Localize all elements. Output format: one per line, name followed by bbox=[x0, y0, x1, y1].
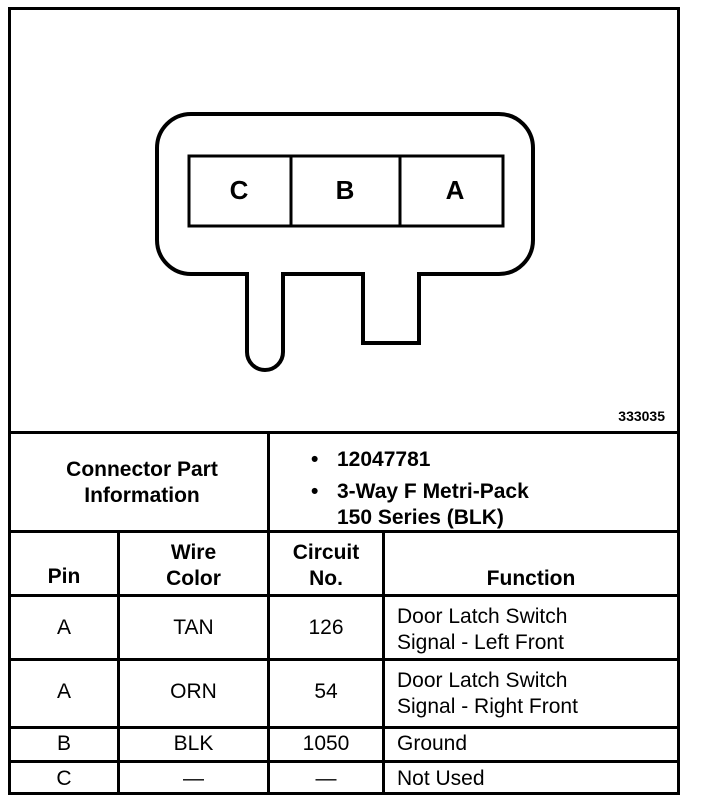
cavity-block bbox=[187, 154, 505, 228]
header-no-line: No. bbox=[309, 567, 343, 590]
divider bbox=[11, 726, 677, 729]
function-line: Signal - Right Front bbox=[397, 695, 578, 718]
divider bbox=[382, 530, 385, 795]
divider bbox=[11, 594, 677, 597]
part-info-list: 12047781 3-Way F Metri-Pack 150 Series (… bbox=[311, 444, 529, 534]
divider bbox=[11, 658, 677, 661]
function-line: Signal - Left Front bbox=[397, 631, 564, 654]
divider bbox=[11, 530, 677, 533]
header-wire-line: Wire bbox=[170, 541, 217, 564]
part-info-label: Connector Part Information bbox=[11, 457, 273, 509]
header-wire-color: Wire Color bbox=[120, 540, 267, 592]
row-4-function: Not Used bbox=[397, 767, 485, 790]
function-line: Door Latch Switch bbox=[397, 669, 568, 692]
cavity-label-c: C bbox=[229, 175, 249, 205]
row-4-color: — bbox=[183, 767, 204, 790]
divider bbox=[11, 431, 677, 434]
function-line: Door Latch Switch bbox=[397, 605, 568, 628]
row-3-circuit: 1050 bbox=[302, 732, 350, 755]
divider bbox=[267, 530, 270, 795]
key-tab bbox=[361, 272, 421, 345]
connector-diagram: C B A 333035 bbox=[11, 10, 677, 434]
figure-id: 333035 bbox=[618, 408, 665, 424]
header-circuit-no: Circuit No. bbox=[270, 540, 382, 592]
part-info-label-line: Connector Part bbox=[66, 458, 218, 481]
row-3-pin: B bbox=[56, 732, 71, 755]
cavity-label-a: A bbox=[445, 175, 465, 205]
connector-series: 150 Series (BLK) bbox=[337, 506, 504, 529]
header-circuit-line: Circuit bbox=[292, 541, 360, 564]
cavity-label-b: B bbox=[335, 175, 355, 205]
lock-tab bbox=[245, 272, 285, 372]
row-1-function: Door Latch Switch Signal - Left Front bbox=[397, 604, 567, 656]
header-color-line: Color bbox=[166, 567, 221, 590]
connector-type: 3-Way F Metri-Pack bbox=[311, 476, 529, 508]
divider bbox=[267, 431, 270, 533]
divider bbox=[117, 530, 120, 795]
part-info-label-line: Information bbox=[84, 484, 200, 507]
row-2-circuit: 54 bbox=[314, 680, 338, 703]
row-1-pin: A bbox=[56, 616, 71, 639]
row-4-circuit: — bbox=[315, 767, 337, 790]
row-2-color: ORN bbox=[170, 680, 217, 703]
row-3-color: BLK bbox=[173, 732, 214, 755]
connector-info-sheet: C B A 333035 Connector Part Information … bbox=[8, 7, 680, 795]
part-number: 12047781 bbox=[311, 444, 529, 476]
connector-drawing bbox=[155, 112, 535, 372]
header-pin: Pin bbox=[47, 565, 81, 588]
row-1-color: TAN bbox=[173, 616, 214, 639]
connector-housing bbox=[155, 112, 535, 276]
row-3-function: Ground bbox=[397, 732, 468, 755]
header-function: Function bbox=[486, 567, 576, 590]
row-4-pin: C bbox=[56, 767, 72, 790]
row-2-function: Door Latch Switch Signal - Right Front bbox=[397, 668, 578, 720]
row-1-circuit: 126 bbox=[308, 616, 344, 639]
divider bbox=[11, 760, 677, 763]
row-2-pin: A bbox=[56, 680, 71, 703]
